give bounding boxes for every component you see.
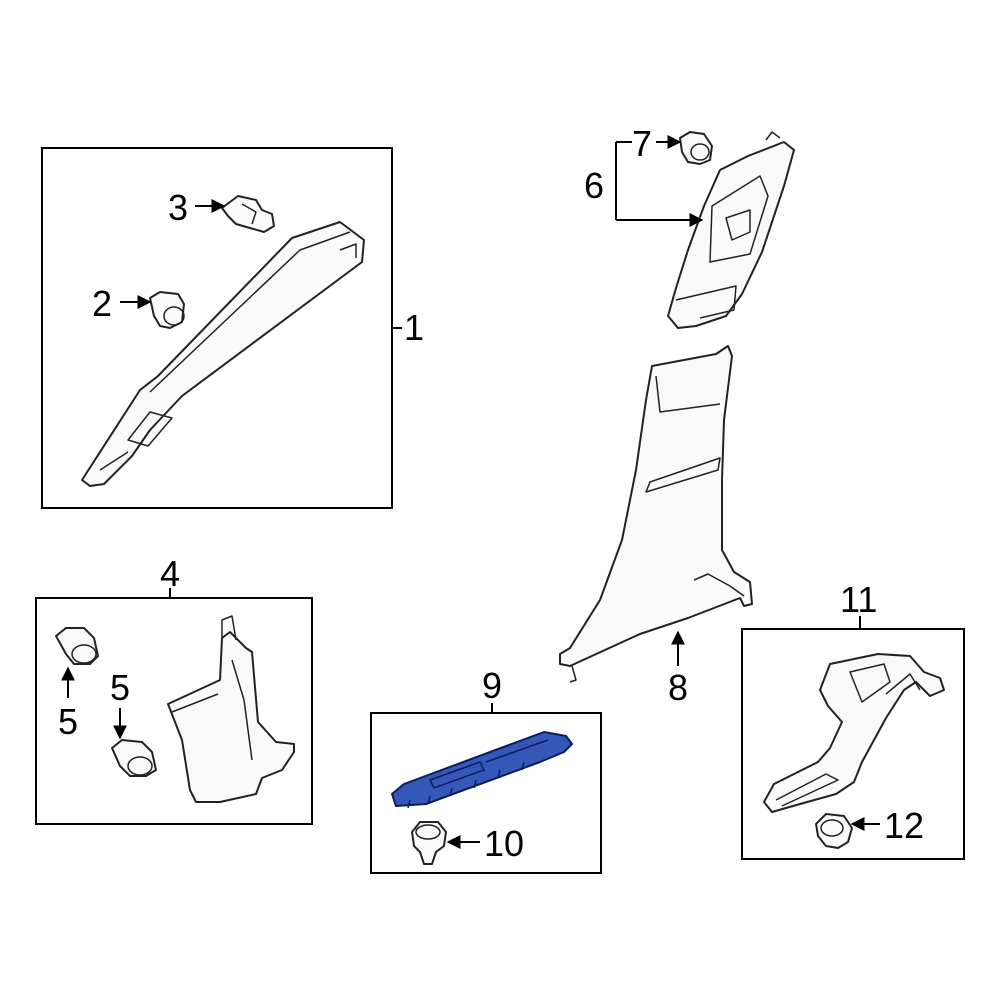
kick-panel-part[interactable] — [167, 615, 295, 803]
clip-part-5-b[interactable] — [111, 739, 157, 777]
pillar-clip-part-3[interactable] — [221, 195, 275, 233]
group-box-4 — [35, 597, 313, 825]
callout-5a[interactable]: 5 — [58, 701, 78, 742]
callout-4[interactable]: 4 — [160, 553, 180, 594]
callout-7[interactable]: 7 — [632, 123, 652, 164]
callout-9[interactable]: 9 — [482, 665, 502, 706]
callout-12[interactable]: 12 — [884, 805, 924, 846]
a-pillar-trim-part[interactable] — [81, 221, 365, 487]
callout-3[interactable]: 3 — [168, 187, 188, 228]
upper-b-pillar-trim-part-6[interactable] — [667, 131, 795, 329]
clip-part-10[interactable] — [411, 821, 447, 865]
trim-clip-part-2[interactable] — [149, 291, 185, 329]
callout-10[interactable]: 10 — [484, 823, 524, 864]
callout-5b[interactable]: 5 — [110, 667, 130, 708]
clip-part-5-a[interactable] — [55, 627, 99, 665]
group-box-9 — [370, 712, 602, 874]
clip-part-12[interactable] — [815, 813, 853, 849]
group-box-11 — [741, 628, 965, 860]
callout-8[interactable]: 8 — [668, 667, 688, 708]
callout-11[interactable]: 11 — [840, 579, 877, 620]
clip-part-7[interactable] — [679, 131, 713, 165]
callout-1[interactable]: 1 — [404, 307, 424, 348]
callout-2[interactable]: 2 — [92, 283, 112, 324]
lower-b-pillar-trim-part-8[interactable] — [559, 345, 753, 683]
scuff-plate-part-9-highlighted[interactable] — [391, 731, 573, 809]
rear-trim-part-11[interactable] — [763, 653, 945, 813]
callout-6[interactable]: 6 — [584, 165, 604, 206]
